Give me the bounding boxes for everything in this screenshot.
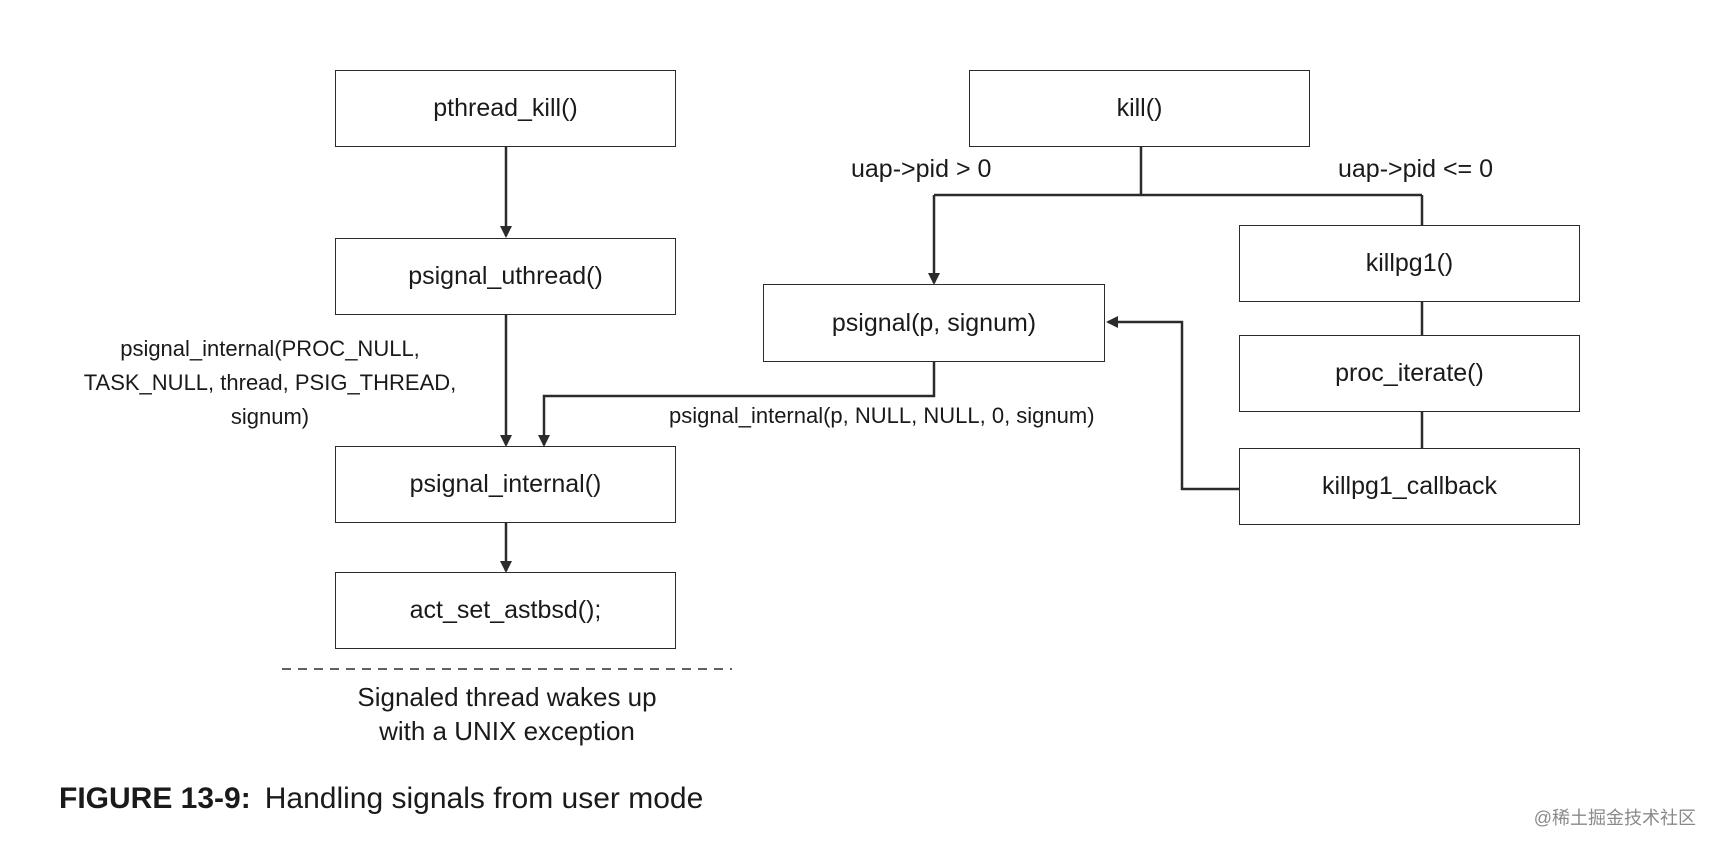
edge-label-line: psignal_internal(PROC_NULL, — [120, 336, 420, 361]
node-act-set-astbsd: act_set_astbsd(); — [335, 572, 676, 649]
node-psignal: psignal(p, signum) — [763, 284, 1105, 362]
node-killpg1-callback: killpg1_callback — [1239, 448, 1580, 525]
node-label: pthread_kill() — [433, 94, 578, 122]
edge-callback-to-psignal — [1106, 316, 1240, 491]
node-label: psignal(p, signum) — [831, 308, 1037, 337]
node-kill: kill() — [969, 70, 1310, 147]
edge-label-pid-nonpositive: uap->pid <= 0 — [1338, 155, 1493, 183]
note-line: with a UNIX exception — [379, 716, 635, 746]
node-label: act_set_astbsd(); — [409, 596, 602, 624]
node-label: killpg1_callback — [1321, 472, 1498, 500]
node-psignal-internal: psignal_internal() — [335, 446, 676, 523]
note-line: Signaled thread wakes up — [357, 682, 657, 712]
edge-psignal-to-internal — [538, 362, 936, 447]
edge-label-line: TASK_NULL, thread, PSIG_THREAD, — [83, 370, 457, 395]
node-label: psignal_internal() — [409, 470, 602, 498]
figure-caption: FIGURE 13-9: Handling signals from user m… — [59, 782, 703, 816]
node-proc-iterate: proc_iterate() — [1239, 335, 1580, 412]
node-label: proc_iterate() — [1335, 359, 1484, 387]
edge-label-uthread-call: psignal_internal(PROC_NULL, TASK_NULL, t… — [50, 332, 490, 434]
node-label: killpg1() — [1365, 249, 1454, 277]
node-label: psignal_uthread() — [408, 262, 603, 290]
node-psignal-uthread: psignal_uthread() — [335, 238, 676, 315]
edge-label-psignal-call: psignal_internal(p, NULL, NULL, 0, signu… — [669, 403, 1095, 428]
wakeup-note: Signaled thread wakes up with a UNIX exc… — [282, 680, 732, 748]
watermark: @稀土掘金技术社区 — [1533, 808, 1696, 828]
figure-title: Handling signals from user mode — [264, 782, 704, 815]
figure-number: FIGURE 13-9: — [59, 782, 251, 815]
edge-label-line: signum) — [230, 404, 310, 429]
node-pthread-kill: pthread_kill() — [335, 70, 676, 147]
node-label: kill() — [1116, 94, 1163, 122]
edge-label-pid-positive: uap->pid > 0 — [851, 155, 992, 183]
node-killpg1: killpg1() — [1239, 225, 1580, 302]
